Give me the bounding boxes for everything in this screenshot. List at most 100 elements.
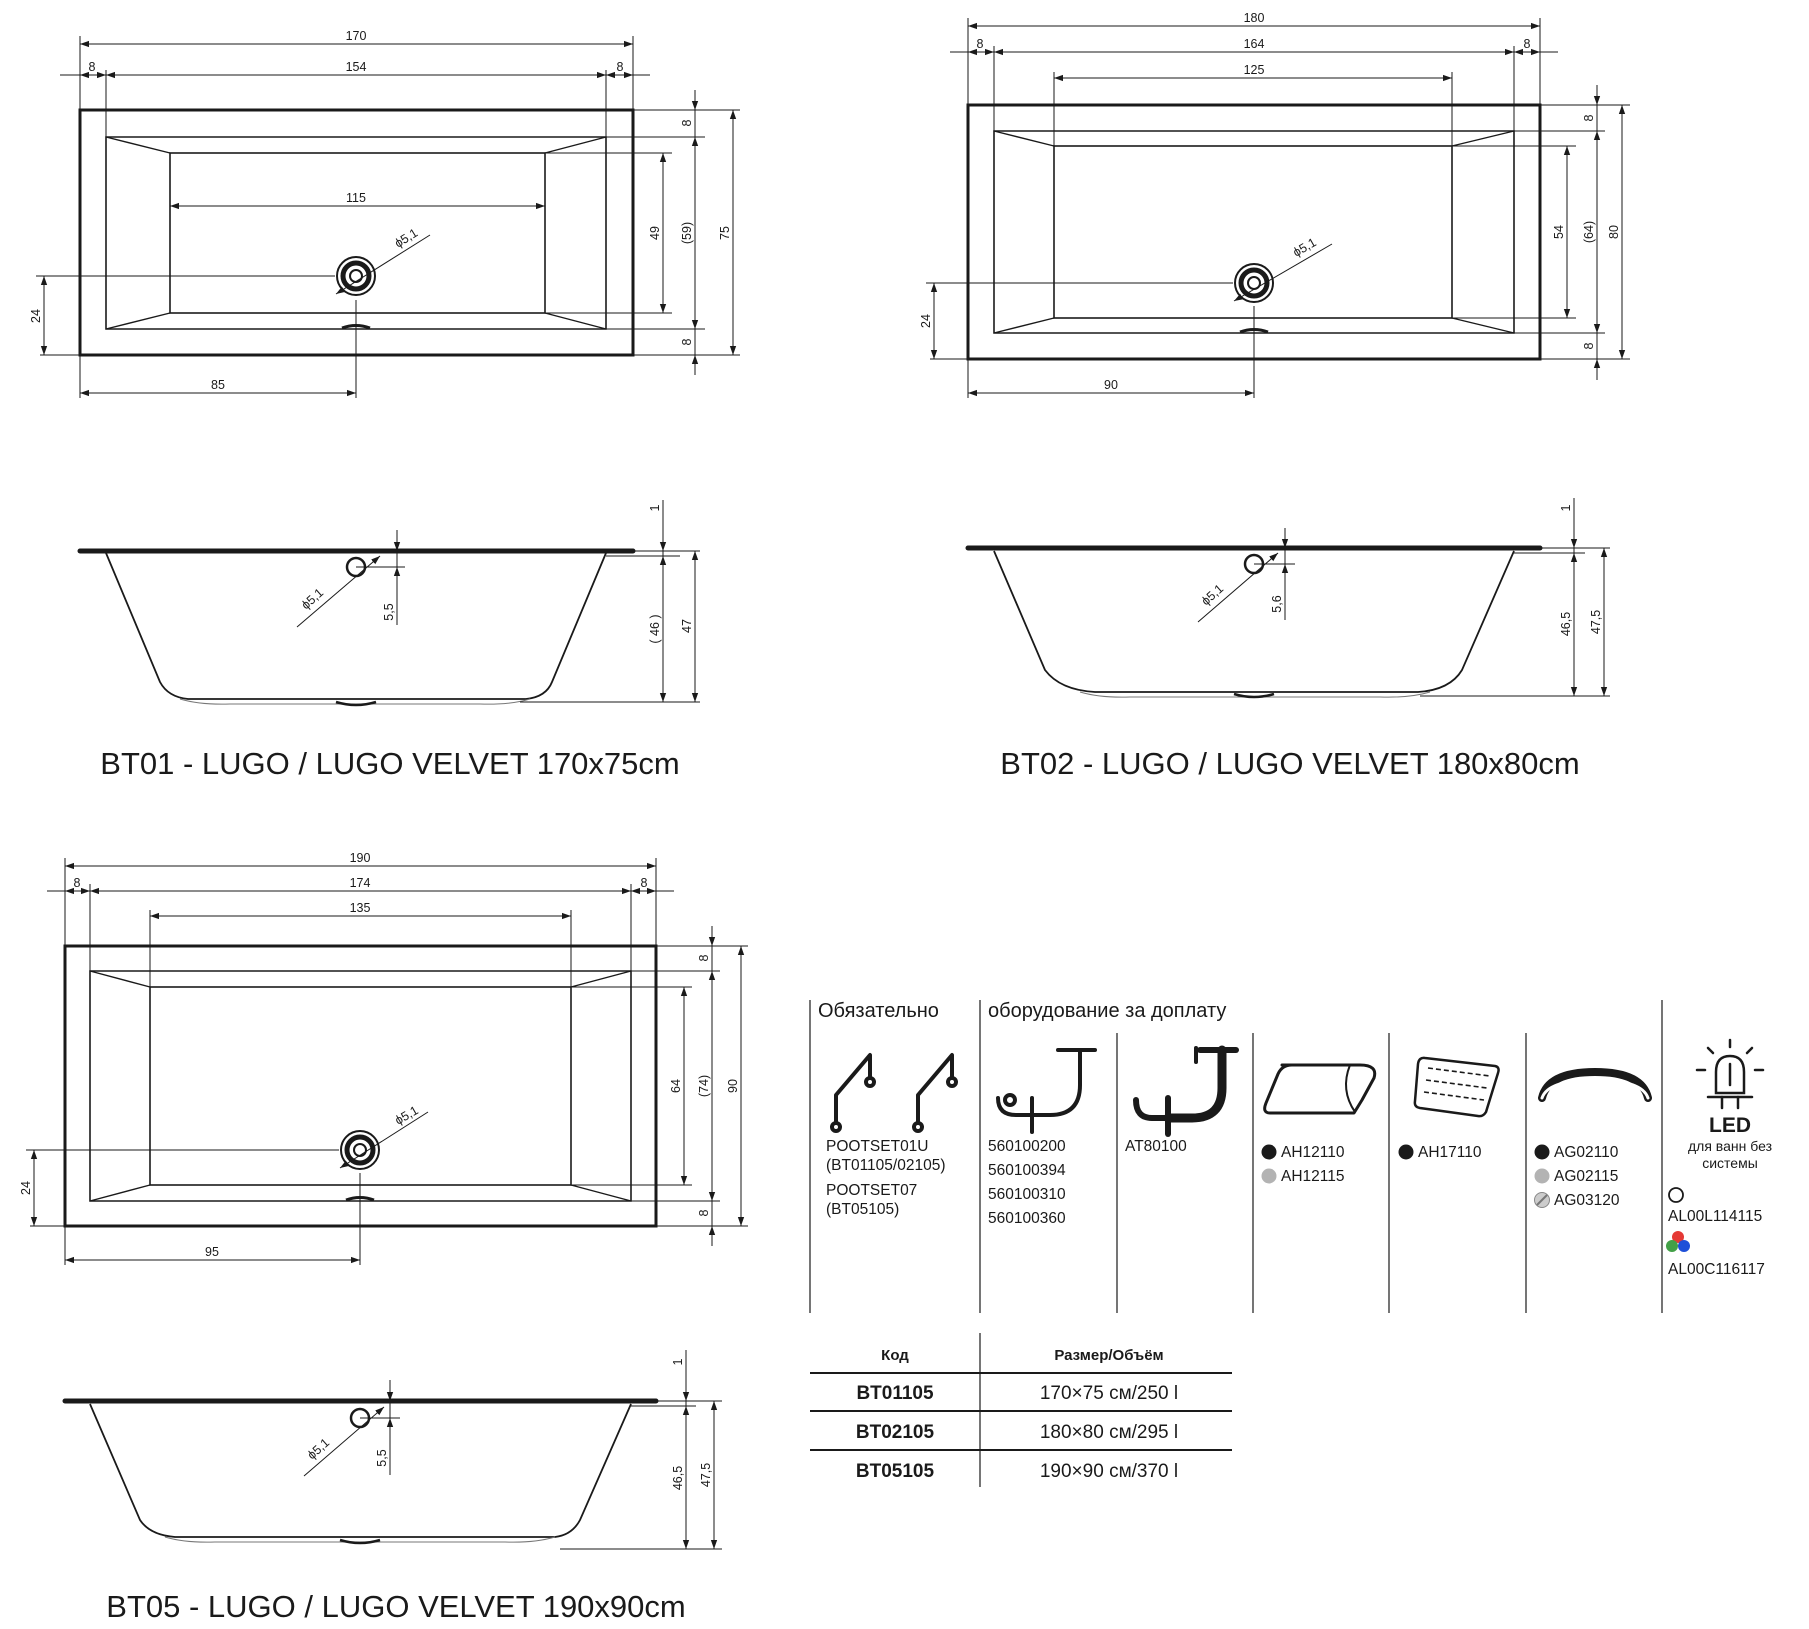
drain-offset-x-label: 85	[211, 378, 225, 392]
rim-thickness-label: 1	[671, 1358, 685, 1365]
overall-width-label: 80	[1607, 225, 1621, 239]
handle-code-3: AG03120	[1554, 1192, 1620, 1209]
caption-bt02: BT02 - LUGO / LUGO VELVET 180x80cm	[1000, 746, 1579, 781]
table-cell-size: 180×80 см/295 l	[1040, 1422, 1178, 1443]
siphon-code-2: 560100394	[988, 1162, 1066, 1179]
drain-icon	[1234, 263, 1274, 303]
top-view-bt05: 190 8 174 8 135 ϕ5,1 95 24 8 8	[19, 851, 748, 1265]
handle-code-1: AG02110	[1554, 1144, 1619, 1161]
overall-length-label: 190	[350, 851, 371, 865]
led-title: LED	[1709, 1114, 1751, 1137]
siphon-code-4: 560100360	[988, 1210, 1066, 1227]
finish-black-dot	[1398, 1144, 1414, 1160]
rim-right-label: 8	[641, 876, 648, 890]
accessories-panel: Обязательно оборудование за доплату POOT…	[809, 1000, 1772, 1313]
overflow-depth-label: 5,5	[375, 1449, 389, 1466]
siphon-code-3: 560100310	[988, 1186, 1066, 1203]
overall-length-label: 180	[1244, 11, 1265, 25]
overall-width-label: 90	[726, 1079, 740, 1093]
rim-bottom-label: 8	[680, 338, 694, 345]
legs-code-1: POOTSET01U	[826, 1138, 929, 1155]
drain-icon	[340, 1130, 380, 1170]
table-cell-code: BT02105	[856, 1422, 935, 1443]
top-view-bt02: 180 8 164 8 125 ϕ5,1 90 24 8 8	[919, 11, 1630, 398]
side-view-bt05: ϕ5,1 5,5 1 46,5 47,5	[62, 1350, 722, 1550]
inner-length-label: 154	[346, 60, 367, 74]
led-note-line1: для ванн без	[1688, 1138, 1772, 1154]
caption-bt01: BT01 - LUGO / LUGO VELVET 170x75cm	[100, 746, 679, 781]
rgb-dot-icon	[1666, 1231, 1690, 1252]
rim-right-label: 8	[1524, 37, 1531, 51]
table-header-size: Размер/Объём	[1054, 1347, 1163, 1364]
finish-black-dot	[1534, 1144, 1550, 1160]
rim-top-label: 8	[697, 954, 711, 961]
overall-width-label: 75	[718, 226, 732, 240]
top-view-bt01: 170 8 154 8 115 ϕ5,1 85 24 8	[29, 29, 740, 398]
rim-left-label: 8	[74, 876, 81, 890]
grab-handle-icon	[1538, 1067, 1652, 1102]
inner-depth-label: 46,5	[1559, 612, 1573, 636]
drain-offset-y-label: 24	[29, 309, 43, 323]
finish-grey-dot	[1534, 1168, 1550, 1184]
inner-width-label: (64)	[1582, 221, 1596, 243]
table-cell-code: BT01105	[856, 1383, 934, 1404]
spec-table: Код Размер/Объём BT01105 170×75 см/250 l…	[810, 1333, 1232, 1487]
siphon-auto-icon	[1133, 1045, 1239, 1137]
drain-offset-x-label: 90	[1104, 378, 1118, 392]
headrest-icon	[1263, 1063, 1377, 1115]
rim-right-label: 8	[617, 60, 624, 74]
led-lamp-icon	[1695, 1038, 1765, 1110]
siphon-code-1: 560100200	[988, 1138, 1066, 1155]
inner-length-label: 174	[350, 876, 371, 890]
rim-left-label: 8	[89, 60, 96, 74]
overall-depth-label: 47	[680, 619, 694, 633]
led-code-1: AL00L114115	[1668, 1208, 1762, 1225]
drain-offset-x-label: 95	[205, 1245, 219, 1259]
bottom-width-label: 54	[1552, 225, 1566, 239]
legs-code-3: POOTSET07	[826, 1182, 917, 1199]
headrest-grid-icon	[1413, 1056, 1500, 1118]
side-view-bt01: ϕ5,1 5,5 1 ( 46 ) 47	[77, 500, 700, 707]
drain-icon	[336, 256, 376, 296]
caption-bt05: BT05 - LUGO / LUGO VELVET 190x90cm	[106, 1589, 685, 1624]
drain-diameter-label: ϕ5,1	[1291, 235, 1319, 259]
drain-diameter-label: ϕ5,1	[392, 226, 420, 251]
handle-code-2: AG02115	[1554, 1168, 1618, 1185]
finish-white-dot	[1668, 1187, 1684, 1203]
overflow-depth-label: 5,5	[382, 603, 396, 620]
inner-width-label: (59)	[680, 222, 694, 244]
siphon-auto-code: AT80100	[1125, 1138, 1187, 1155]
overflow-depth-label: 5,6	[1270, 595, 1284, 612]
siphon-icon	[996, 1048, 1097, 1134]
bottom-width-label: 49	[648, 226, 662, 240]
rim-left-label: 8	[977, 37, 984, 51]
leg-set-icon	[830, 1053, 958, 1133]
side-view-bt02: ϕ5,1 5,6 1 46,5 47,5	[965, 498, 1610, 699]
bottom-length-label: 125	[1244, 63, 1265, 77]
headrest-code-2: AH12115	[1281, 1168, 1344, 1185]
table-cell-code: BT05105	[856, 1461, 935, 1482]
table-header-code: Код	[881, 1347, 909, 1364]
headrest-grid-code: AH17110	[1418, 1144, 1482, 1161]
rim-thickness-label: 1	[1559, 504, 1573, 511]
inner-width-label: (74)	[697, 1075, 711, 1097]
bottom-length-label: 115	[346, 191, 366, 205]
overall-depth-label: 47,5	[1589, 610, 1603, 634]
finish-grey-dot	[1261, 1168, 1277, 1184]
rim-thickness-label: 1	[648, 504, 662, 511]
led-code-2: AL00C116117	[1668, 1261, 1765, 1278]
table-cell-size: 170×75 см/250 l	[1040, 1383, 1178, 1404]
rim-top-label: 8	[1582, 114, 1596, 121]
overflow-diameter-label: ϕ5,1	[1199, 581, 1227, 608]
inner-depth-label: 46,5	[671, 1466, 685, 1490]
overflow-diameter-label: ϕ5,1	[299, 585, 327, 612]
inner-length-label: 164	[1244, 37, 1265, 51]
inner-depth-label: ( 46 )	[648, 614, 662, 643]
optional-header: оборудование за доплату	[988, 1000, 1226, 1022]
table-cell-size: 190×90 см/370 l	[1040, 1461, 1178, 1482]
overflow-diameter-label: ϕ5,1	[305, 1435, 333, 1462]
rim-bottom-label: 8	[1582, 342, 1596, 349]
led-note-line2: системы	[1702, 1155, 1758, 1171]
drain-offset-y-label: 24	[19, 1181, 33, 1195]
